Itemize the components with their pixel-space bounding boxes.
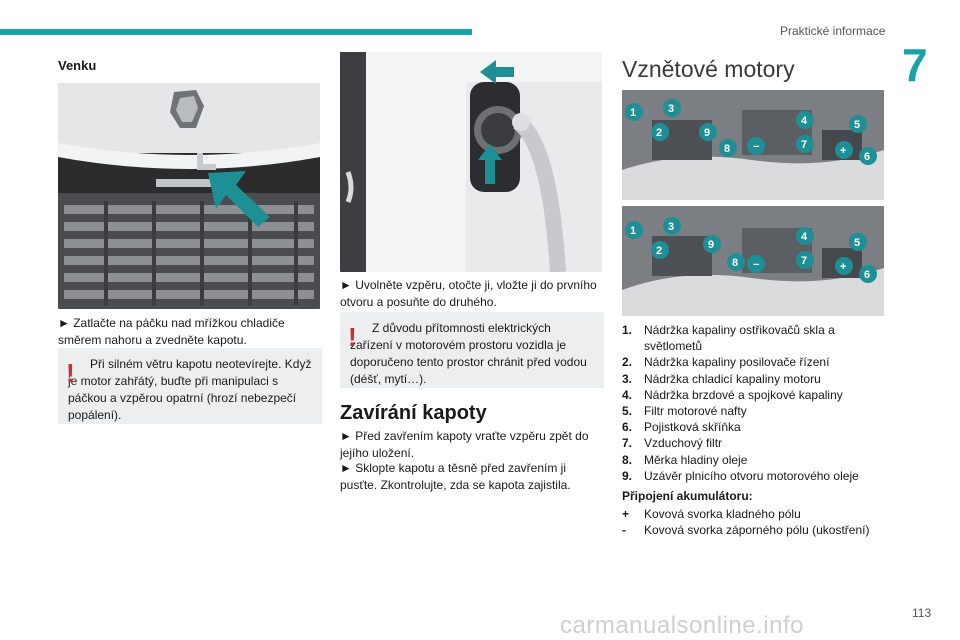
step-close-hood: ► Sklopte kapotu a těsně před zavřením j…	[340, 461, 571, 492]
engine-photo-2: 1 3 2 9 8 − 4 5 7 + 6	[622, 206, 884, 316]
badge-2: 2	[651, 123, 669, 141]
badge-4: 4	[796, 111, 814, 129]
svg-text:8: 8	[724, 143, 730, 155]
warning-box-water: ! Z důvodu přítomnosti elektrických zaří…	[340, 312, 604, 388]
warning-box-wind: ! Při silném větru kapotu neotevírejte. …	[58, 348, 322, 424]
step-lift-hood: ► Zatlačte na páčku nad mřížkou chladiče…	[58, 316, 285, 347]
step-return-strut: ► Před zavřením kapoty vraťte vzpěru zpě…	[340, 429, 589, 460]
lion-logo-icon	[170, 90, 204, 128]
badge-9: 9	[699, 123, 717, 141]
hood-strut-photo	[340, 52, 602, 272]
hood-release-photo	[58, 83, 320, 309]
badge-8: 8	[727, 253, 745, 271]
svg-text:2: 2	[656, 245, 662, 257]
svg-text:5: 5	[854, 119, 860, 131]
badge-1: 1	[625, 221, 643, 239]
svg-text:3: 3	[668, 221, 674, 233]
list-item: 8.Měrka hladiny oleje	[622, 452, 748, 467]
svg-text:3: 3	[668, 103, 674, 115]
badge-4: 4	[796, 227, 814, 245]
badge-6: 6	[859, 265, 877, 283]
svg-text:7: 7	[801, 255, 807, 267]
list-item: 7.Vzduchový filtr	[622, 436, 723, 451]
page-number: 113	[912, 606, 932, 620]
list-item: 2.Nádržka kapaliny posilovače řízení	[622, 355, 830, 370]
svg-text:4: 4	[801, 231, 808, 243]
badge-minus: −	[747, 137, 765, 155]
svg-text:6: 6	[864, 151, 870, 163]
footer-watermark: carmanualsonline.info	[560, 612, 804, 639]
battery-title: Připojení akumulátoru:	[622, 489, 753, 503]
badge-9: 9	[703, 235, 721, 253]
chapter-number: 7	[902, 39, 928, 91]
svg-text:2: 2	[656, 127, 662, 139]
svg-text:4: 4	[801, 115, 808, 127]
svg-text:+: +	[840, 261, 846, 273]
arrow-up-down-icon	[478, 144, 502, 184]
section-title-diesel: Vznětové motory	[622, 56, 795, 82]
warning-icon: !	[66, 358, 75, 388]
svg-text:−: −	[753, 141, 759, 153]
list-item: -Kovová svorka záporného pólu (ukostření…	[622, 523, 870, 538]
badge-plus: +	[835, 141, 853, 159]
warning-text-wind: Při silném větru kapotu neotevírejte. Kd…	[68, 357, 312, 422]
badge-7: 7	[796, 135, 814, 153]
section-title-outside: Venku	[58, 58, 97, 73]
badge-1: 1	[625, 103, 643, 121]
badge-minus: −	[747, 255, 765, 273]
svg-text:9: 9	[708, 239, 714, 251]
push-arrow-icon	[208, 171, 270, 227]
list-item: 1.Nádržka kapaliny ostřikovačů skla a sv…	[622, 323, 835, 354]
battery-list: +Kovová svorka kladného pólu -Kovová svo…	[622, 506, 884, 538]
svg-text:9: 9	[704, 127, 710, 139]
svg-text:8: 8	[732, 257, 738, 269]
engine-photo-1: 1 3 2 9 8 − 4 5 7 + 6	[622, 90, 884, 200]
header-title: Praktické informace	[780, 24, 886, 38]
badge-6: 6	[859, 147, 877, 165]
badge-plus: +	[835, 257, 853, 275]
list-item: 5.Filtr motorové nafty	[622, 404, 747, 419]
warning-text-water: Z důvodu přítomnosti elektrických zaříze…	[350, 321, 587, 386]
engine-parts-list: 1.Nádržka kapaliny ostřikovačů skla a sv…	[622, 322, 884, 484]
svg-text:5: 5	[854, 237, 860, 249]
badge-2: 2	[651, 241, 669, 259]
badge-7: 7	[796, 251, 814, 269]
section-title-closing: Zavírání kapoty	[340, 402, 487, 424]
step-release-strut: ► Uvolněte vzpěru, otočte ji, vložte ji …	[340, 278, 597, 309]
svg-text:−: −	[753, 259, 759, 271]
svg-text:+: +	[840, 145, 846, 157]
header-accent-bar	[0, 29, 472, 35]
badge-3: 3	[663, 99, 681, 117]
badge-3: 3	[663, 217, 681, 235]
list-item: 4.Nádržka brzdové a spojkové kapaliny	[622, 387, 843, 402]
arrow-left-right-icon	[480, 60, 514, 84]
list-item: 6.Pojistková skříňka	[622, 420, 741, 435]
badge-5: 5	[849, 233, 867, 251]
svg-text:1: 1	[630, 225, 636, 237]
badge-8: 8	[719, 139, 737, 157]
badge-5: 5	[849, 115, 867, 133]
svg-text:1: 1	[630, 107, 636, 119]
warning-icon: !	[348, 322, 357, 352]
svg-text:7: 7	[801, 139, 807, 151]
list-item: 9.Uzávěr plnicího otvoru motorového olej…	[622, 468, 859, 483]
list-item: +Kovová svorka kladného pólu	[622, 507, 801, 521]
svg-text:6: 6	[864, 269, 870, 281]
list-item: 3.Nádržka chladicí kapaliny motoru	[622, 371, 821, 386]
